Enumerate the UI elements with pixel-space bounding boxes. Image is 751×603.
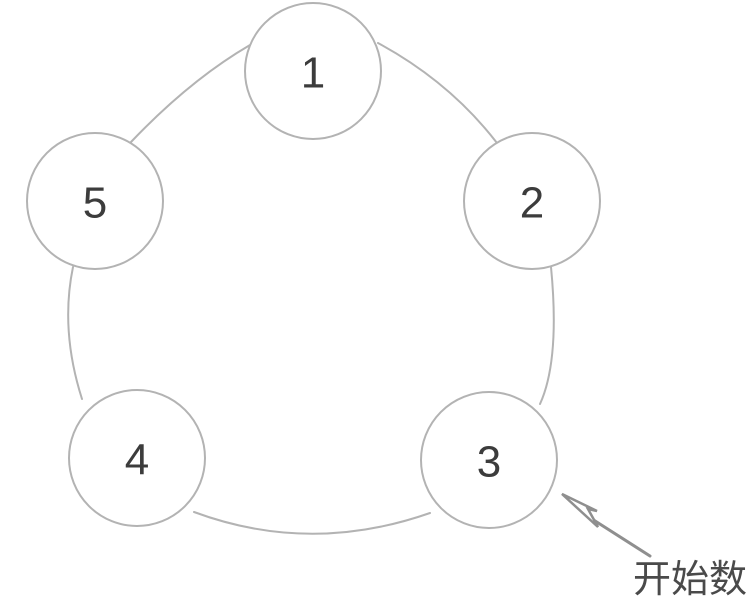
node-3[interactable]: 3: [420, 391, 558, 529]
node-4[interactable]: 4: [68, 389, 206, 527]
edge-1-to-2: [377, 42, 498, 144]
edge-group: [67, 42, 555, 535]
node-2-label: 2: [520, 179, 544, 228]
start-annotation-label: 开始数: [633, 557, 747, 601]
edge-2-to-3: [539, 266, 555, 405]
node-2[interactable]: 2: [463, 132, 601, 270]
node-5-label: 5: [83, 179, 107, 228]
node-5-circle[interactable]: [26, 132, 164, 270]
arrowhead-icon: [561, 492, 600, 528]
edge-5-to-1: [130, 44, 251, 143]
edge-4-to-5: [67, 266, 83, 400]
pointer-shaft-line: [590, 517, 652, 558]
start-annotation-pointer: [561, 492, 652, 558]
edge-3-to-4: [193, 511, 431, 535]
node-2-circle[interactable]: [463, 132, 601, 270]
node-3-circle[interactable]: [420, 391, 558, 529]
node-5[interactable]: 5: [26, 132, 164, 270]
node-4-label: 4: [125, 436, 149, 485]
node-1-label: 1: [301, 49, 325, 98]
node-4-circle[interactable]: [68, 389, 206, 527]
node-3-label: 3: [477, 438, 501, 487]
node-1[interactable]: 1: [244, 2, 382, 140]
node-1-circle[interactable]: [244, 2, 382, 140]
